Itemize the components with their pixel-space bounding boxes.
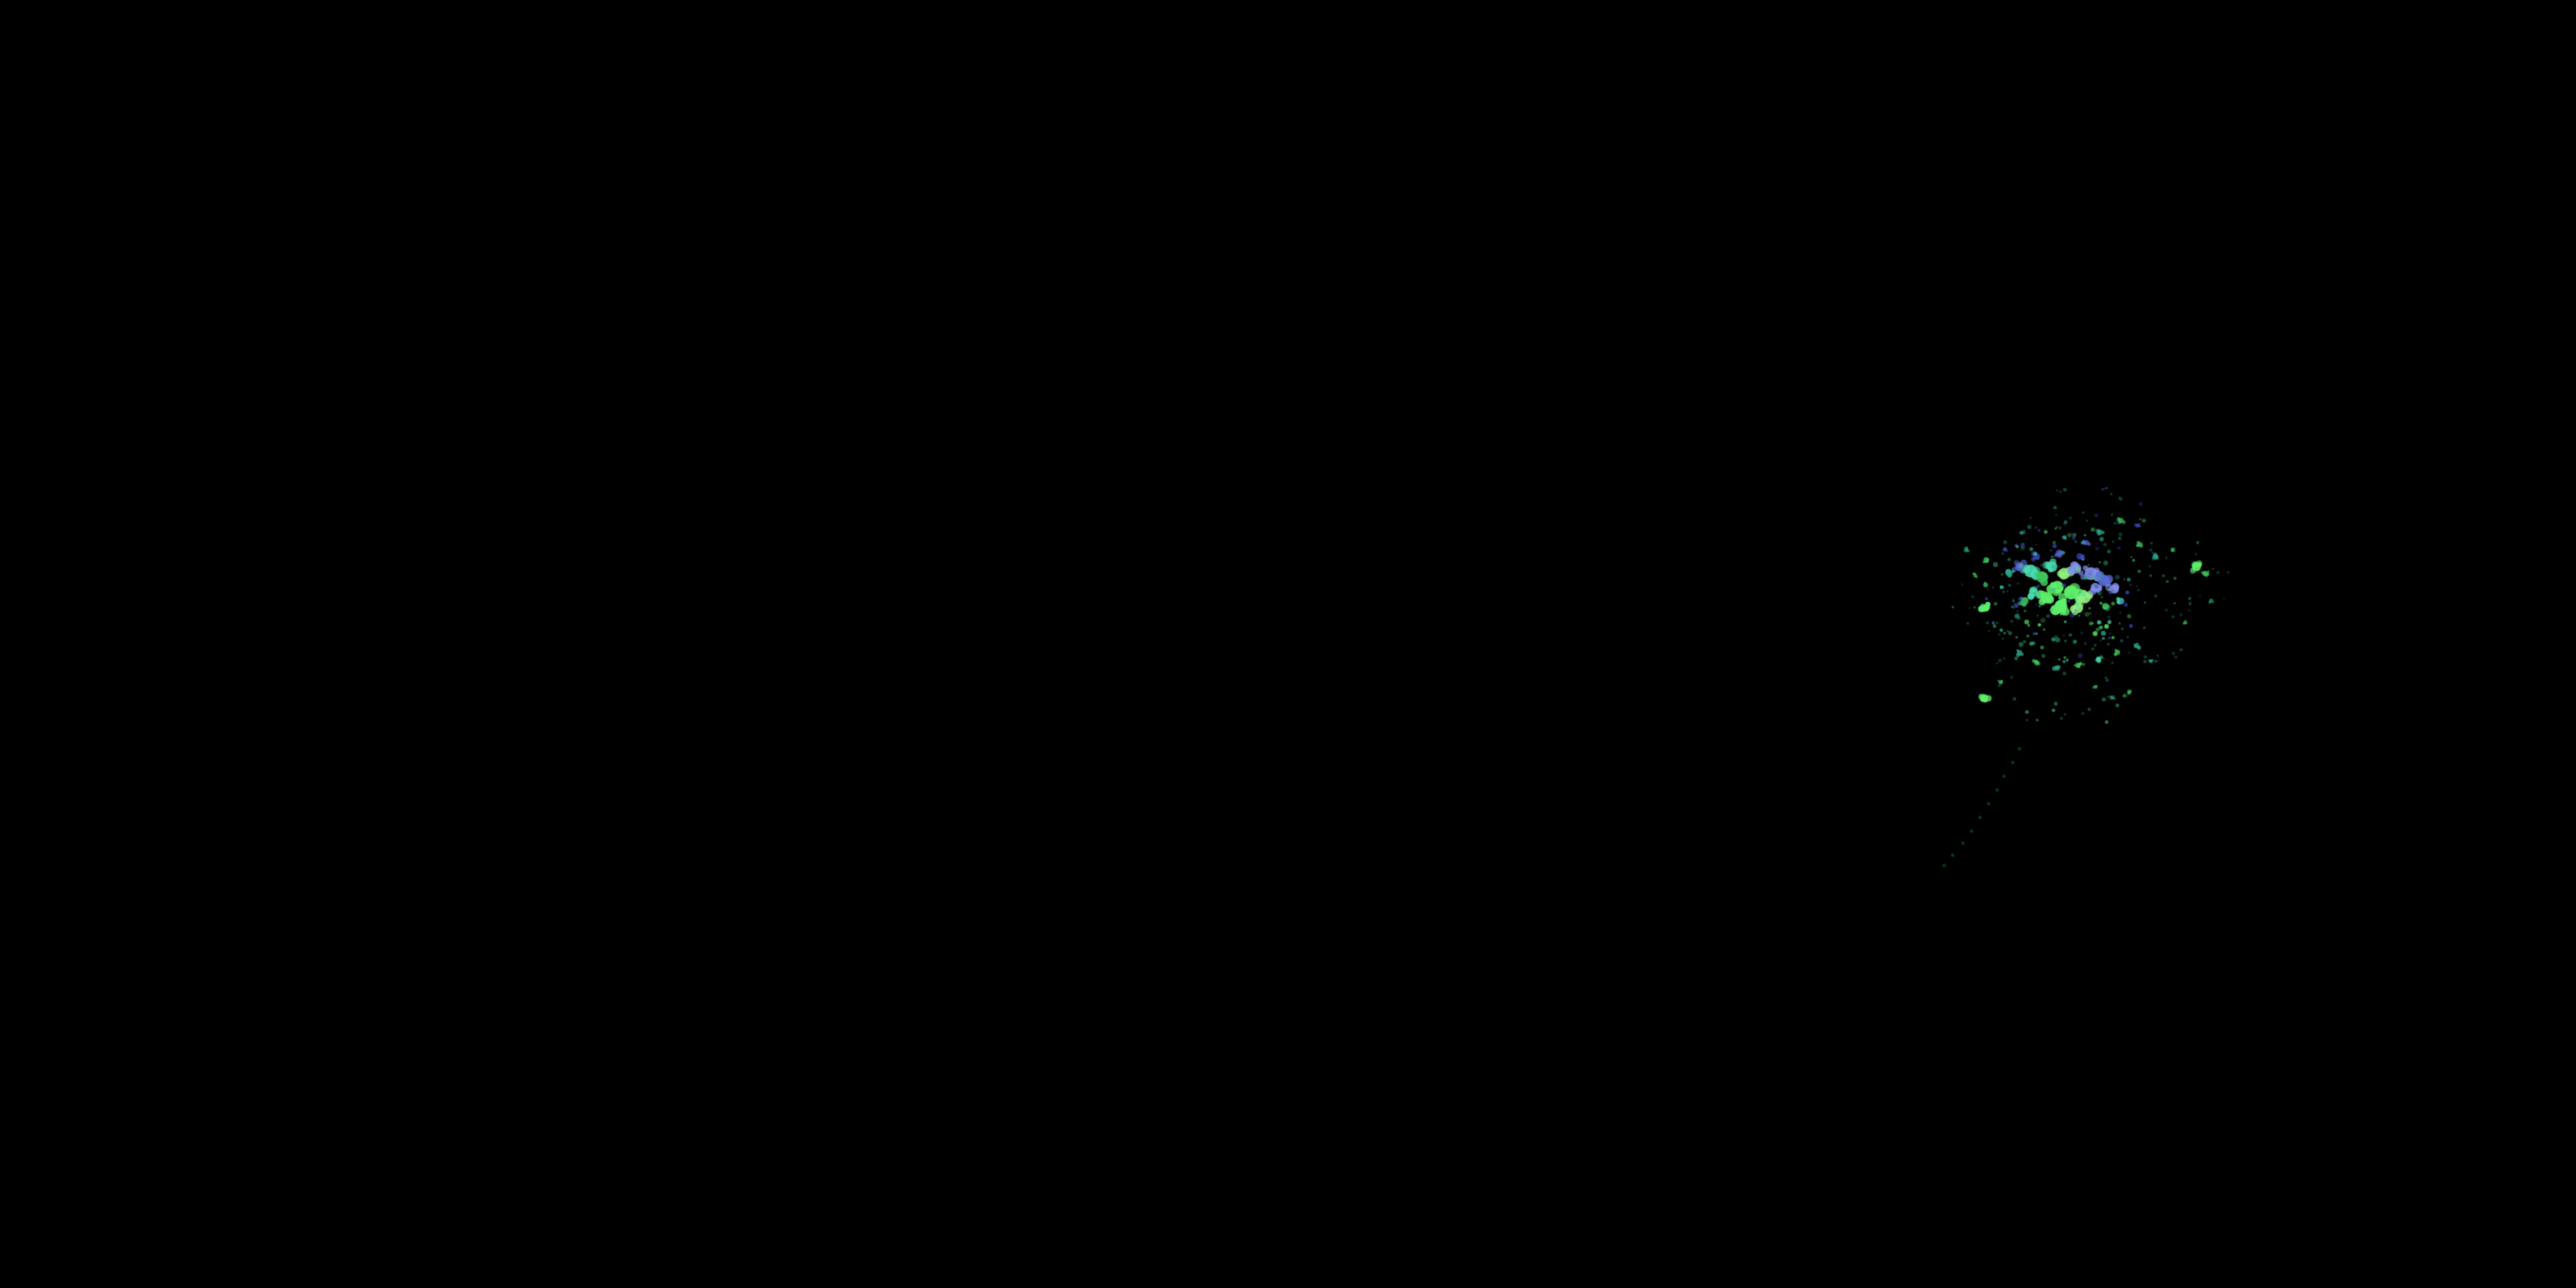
speckle-cluster-canvas [0,0,2576,1288]
map-viewport [0,0,2576,1288]
